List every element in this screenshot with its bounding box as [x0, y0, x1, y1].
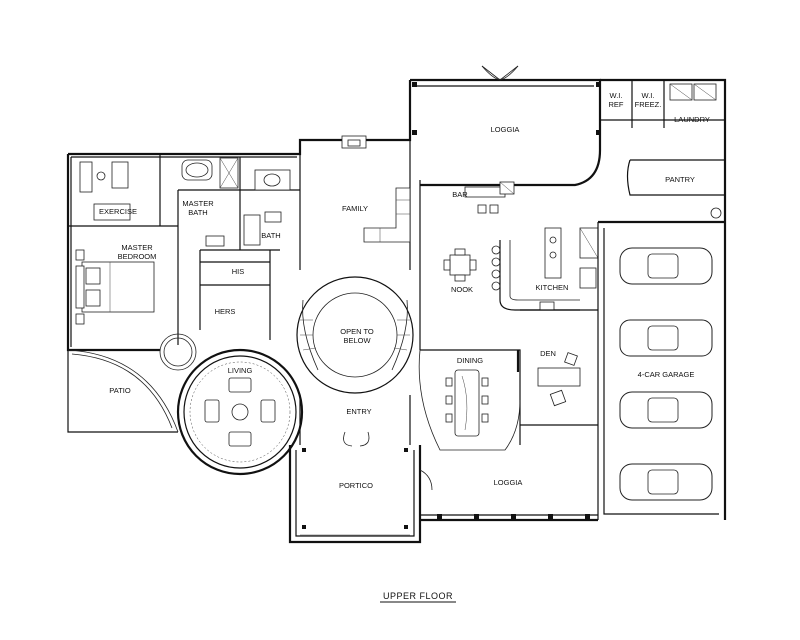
kitchen-nook [443, 227, 599, 311]
label-bath: BATH [261, 231, 280, 240]
label-loggia-bottom: LOGGIA [494, 478, 523, 487]
label-master-bath-2: BATH [188, 208, 207, 217]
master-wing-walls [66, 148, 302, 352]
label-den: DEN [540, 349, 556, 358]
car-1 [619, 247, 713, 285]
plan-title: UPPER FLOOR [383, 591, 453, 601]
label-garage: 4-CAR GARAGE [638, 370, 695, 379]
garage [597, 220, 725, 520]
label-exercise: EXERCISE [99, 207, 137, 216]
car-2 [619, 319, 713, 357]
label-open-to-below-2: BELOW [343, 336, 371, 345]
label-entry: ENTRY [346, 407, 371, 416]
label-loggia-top: LOGGIA [491, 125, 520, 134]
label-laundry: LAUNDRY [674, 115, 710, 124]
label-wi-ref-1: W.I. [610, 91, 623, 100]
master-bed [75, 249, 155, 325]
living-room [176, 348, 304, 476]
dining-den [418, 309, 598, 451]
label-kitchen: KITCHEN [536, 283, 569, 292]
room-labels: EXERCISE MASTER BATH MASTER BEDROOM BATH… [99, 91, 710, 490]
label-master-bedroom-1: MASTER [121, 243, 153, 252]
label-pantry: PANTRY [665, 175, 695, 184]
label-his: HIS [232, 267, 245, 276]
label-open-to-below-1: OPEN TO [340, 327, 374, 336]
label-bar: BAR [452, 190, 468, 199]
car-4 [619, 463, 713, 501]
label-wi-freez-2: FREEZ. [635, 100, 662, 109]
label-portico: PORTICO [339, 481, 373, 490]
open-to-below-stair [296, 276, 414, 394]
label-wi-freez-1: W.I. [642, 91, 655, 100]
label-family: FAMILY [342, 204, 368, 213]
central-walls [298, 80, 421, 350]
patio-outline [67, 333, 197, 433]
service-rooms [600, 78, 727, 520]
label-hers: HERS [215, 307, 236, 316]
label-master-bedroom-2: BEDROOM [118, 252, 157, 261]
bottom-loggia [419, 469, 598, 522]
label-dining: DINING [457, 356, 483, 365]
label-nook: NOOK [451, 285, 473, 294]
label-master-bath-1: MASTER [182, 199, 214, 208]
label-patio: PATIO [109, 386, 131, 395]
top-loggia [410, 65, 602, 214]
entry-portico [288, 395, 422, 544]
label-wi-ref-2: REF [609, 100, 624, 109]
label-living: LIVING [228, 366, 253, 375]
car-3 [619, 391, 713, 429]
